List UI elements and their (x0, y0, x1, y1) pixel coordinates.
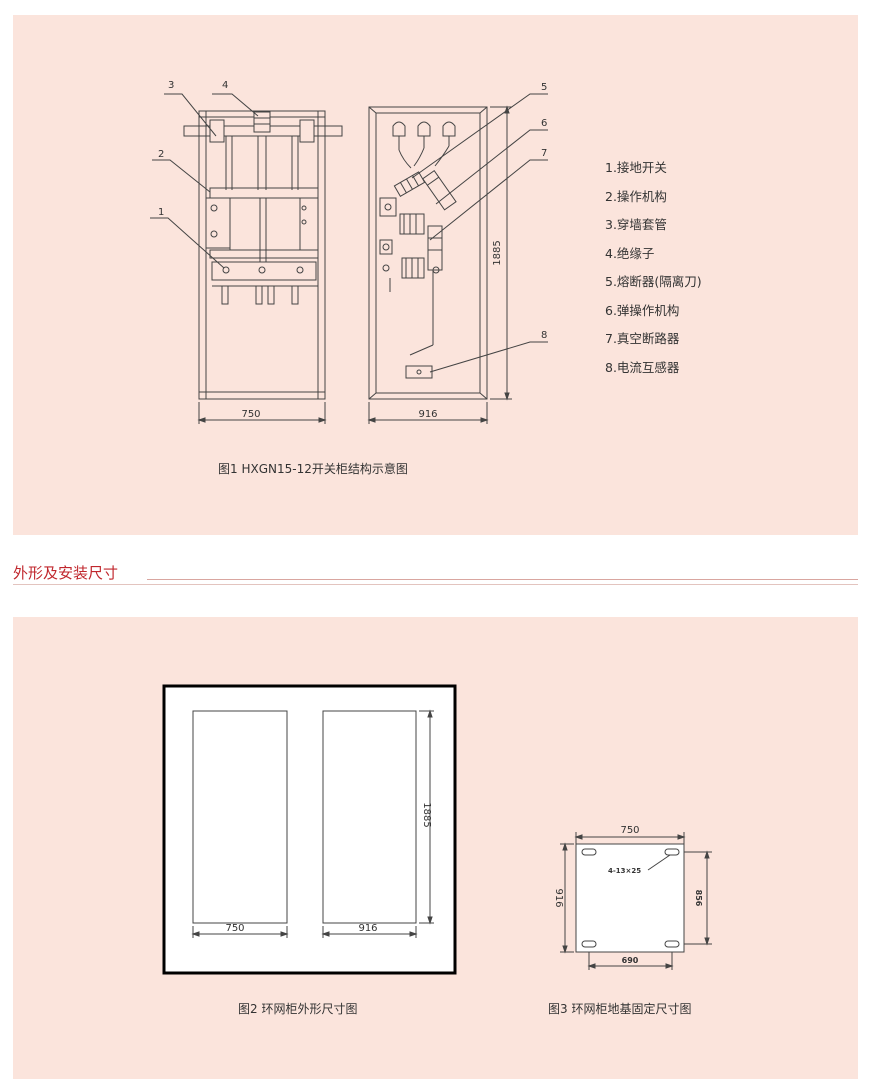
fig1-dim-width-right: 916 (418, 409, 437, 420)
mounting-slot (664, 940, 680, 948)
cabinet-outline-left (192, 710, 288, 924)
mounting-slot (581, 848, 597, 856)
callout-3: 3 (168, 80, 174, 91)
section-title: 外形及安装尺寸 (13, 564, 119, 582)
legend-item: 1.接地开关 (605, 160, 667, 175)
figure3-caption: 图3 环网柜地基固定尺寸图 (548, 1002, 692, 1016)
mounting-slot (581, 940, 597, 948)
fig3-dim-left: 916 (553, 888, 564, 907)
fig2-dim-height: 1885 (421, 802, 432, 827)
fig3-dim-bottom: 690 (622, 956, 639, 965)
fig3-hole-label: 4-13×25 (608, 867, 641, 875)
fig1-dim-width-left: 750 (241, 409, 260, 420)
legend-item: 4.绝缘子 (605, 245, 655, 261)
callout-8: 8 (541, 330, 547, 341)
fig1-dim-height: 1885 (492, 240, 503, 265)
figure1-panel (13, 15, 858, 535)
section-divider (147, 579, 858, 580)
mounting-slot (664, 848, 680, 856)
callout-4: 4 (222, 80, 228, 91)
left-cabinet-frame (198, 110, 326, 400)
legend-item: 8.电流互感器 (605, 359, 680, 375)
section-divider-secondary (13, 584, 858, 585)
legend-item: 3.穿墙套管 (605, 217, 667, 232)
callout-2: 2 (158, 149, 164, 160)
legend-item: 7.真空断路器 (605, 331, 680, 346)
cabinet-outline-right (322, 710, 417, 924)
fig3-dim-top: 750 (620, 825, 639, 836)
legend-item: 2.操作机构 (605, 188, 667, 204)
callout-7: 7 (541, 148, 547, 159)
foundation-outline (575, 843, 685, 953)
callout-1: 1 (158, 207, 164, 218)
callout-6: 6 (541, 118, 547, 129)
fig2-dim-width-right: 916 (358, 923, 377, 934)
figure1-legend: 1.接地开关 2.操作机构 3.穿墙套管 4.绝缘子 5.熔断器(隔离刀) 6.… (605, 158, 702, 386)
fig2-dim-width-left: 750 (225, 923, 244, 934)
callout-5: 5 (541, 82, 547, 93)
fig3-dim-right: 856 (694, 890, 703, 907)
figure1-caption: 图1 HXGN15-12开关柜结构示意图 (218, 462, 408, 476)
right-cabinet-frame (368, 106, 488, 400)
legend-item: 5.熔断器(隔离刀) (605, 274, 702, 289)
legend-item: 6.弹操作机构 (605, 302, 680, 318)
figure2-caption: 图2 环网柜外形尺寸图 (238, 1002, 358, 1016)
